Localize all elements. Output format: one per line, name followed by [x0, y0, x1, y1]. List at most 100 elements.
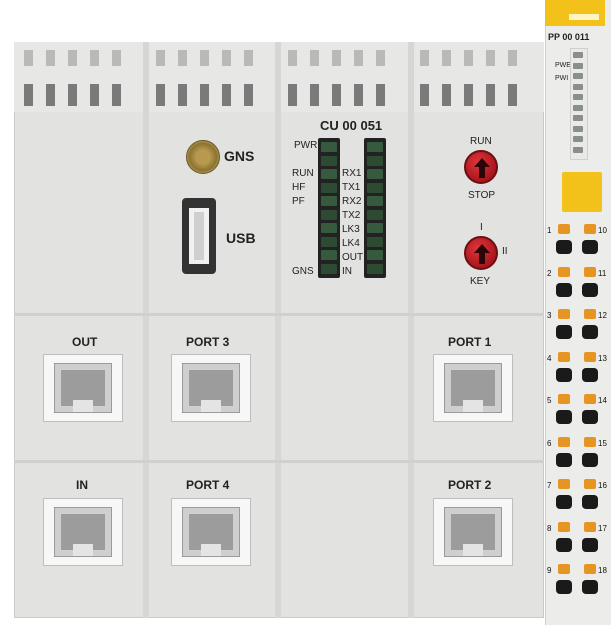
vent-slot — [310, 50, 319, 66]
terminal-release-lever[interactable] — [558, 479, 570, 489]
ethernet-port-2[interactable] — [433, 498, 513, 566]
usb-port[interactable] — [182, 198, 216, 274]
vent-slot — [486, 84, 495, 106]
terminal-socket[interactable] — [556, 282, 572, 297]
terminal-release-lever[interactable] — [584, 394, 596, 404]
terminal-release-lever[interactable] — [584, 436, 596, 447]
terminal-socket[interactable] — [582, 537, 598, 552]
terminal-socket[interactable] — [556, 240, 572, 254]
terminal-number: 3 — [547, 311, 552, 320]
terminal-number: 16 — [598, 481, 607, 490]
port-label-port1: PORT 1 — [448, 335, 492, 349]
status-led — [367, 209, 383, 220]
vent-slot — [354, 84, 363, 106]
vent-slot — [24, 50, 33, 66]
vent-slot — [288, 84, 297, 106]
yellow-tab-middle[interactable] — [562, 172, 602, 212]
vent-slot — [508, 84, 517, 106]
led-label-lk3: LK3 — [342, 224, 360, 235]
vent-slot — [156, 84, 165, 106]
terminal-release-lever[interactable] — [584, 564, 596, 574]
vent-slot — [310, 84, 319, 106]
terminal-socket[interactable] — [556, 367, 572, 382]
vent-slot — [178, 50, 187, 66]
terminal-release-lever[interactable] — [558, 309, 570, 319]
terminal-release-lever[interactable] — [584, 266, 596, 277]
terminal-release-lever[interactable] — [558, 351, 570, 362]
terminal-socket[interactable] — [582, 282, 598, 297]
terminal-socket[interactable] — [582, 495, 598, 509]
terminal-socket[interactable] — [582, 367, 598, 382]
terminal-socket[interactable] — [582, 452, 598, 467]
led-label-tx2: TX2 — [342, 210, 361, 221]
status-led — [321, 250, 337, 260]
gns-antenna-connector[interactable] — [186, 140, 220, 174]
terminal-number: 8 — [547, 523, 552, 533]
terminal-socket[interactable] — [556, 410, 572, 424]
terminal-number: 13 — [598, 353, 607, 363]
terminal-number: 1 — [547, 226, 552, 235]
terminal-socket[interactable] — [582, 580, 598, 594]
terminal-socket[interactable] — [582, 410, 598, 424]
ethernet-port-3[interactable] — [171, 354, 251, 422]
terminal-release-lever[interactable] — [558, 266, 570, 277]
side-status-led — [573, 52, 583, 58]
status-led — [367, 250, 383, 260]
terminal-socket[interactable] — [556, 495, 572, 509]
vent-slot — [442, 84, 451, 106]
vent-slot — [200, 50, 209, 66]
status-led — [367, 169, 383, 179]
ethernet-port-4[interactable] — [171, 498, 251, 566]
led-label-tx1: TX1 — [342, 182, 361, 193]
terminal-socket[interactable] — [556, 580, 572, 594]
ethernet-port-1[interactable] — [433, 354, 513, 422]
terminal-release-lever[interactable] — [558, 224, 570, 234]
status-led — [321, 169, 337, 179]
vent-slot — [332, 84, 341, 106]
terminal-release-lever[interactable] — [558, 436, 570, 447]
terminal-socket[interactable] — [556, 537, 572, 552]
terminal-socket[interactable] — [582, 325, 598, 339]
port-label-in: IN — [76, 478, 88, 492]
status-led — [321, 263, 337, 274]
ethernet-port-out[interactable] — [43, 354, 123, 422]
terminal-release-lever[interactable] — [584, 479, 596, 489]
vent-slot — [112, 84, 121, 106]
arrow-up-icon — [474, 244, 490, 264]
key-position-i: I — [480, 222, 483, 233]
status-led — [367, 263, 383, 274]
terminal-socket[interactable] — [556, 325, 572, 339]
vent-slot — [332, 50, 341, 66]
terminal-release-lever[interactable] — [584, 521, 596, 532]
run-stop-switch[interactable] — [464, 150, 498, 184]
gns-label: GNS — [224, 148, 255, 164]
led-label-gns: GNS — [292, 266, 314, 277]
vent-slot — [464, 84, 473, 106]
module-title: CU 00 051 — [320, 118, 383, 133]
port-label-port2: PORT 2 — [448, 478, 492, 492]
terminal-socket[interactable] — [582, 240, 598, 254]
terminal-number: 11 — [598, 268, 607, 278]
side-status-led — [573, 73, 583, 79]
seam-2 — [275, 42, 281, 618]
vent-slot — [90, 50, 99, 66]
terminal-release-lever[interactable] — [558, 521, 570, 532]
status-led — [367, 196, 383, 206]
side-label-pwi: PWI — [555, 75, 569, 82]
terminal-number: 5 — [547, 396, 552, 405]
status-led — [321, 155, 337, 166]
divider-lower — [14, 460, 544, 463]
terminal-release-lever[interactable] — [584, 224, 596, 234]
terminal-release-lever[interactable] — [558, 564, 570, 574]
terminal-release-lever[interactable] — [584, 351, 596, 362]
status-led — [321, 209, 337, 220]
key-switch[interactable] — [464, 236, 498, 270]
vent-slot — [508, 50, 517, 66]
terminal-socket[interactable] — [556, 452, 572, 467]
vent-slot — [68, 50, 77, 66]
status-led — [367, 155, 383, 166]
terminal-release-lever[interactable] — [584, 309, 596, 319]
ethernet-port-in[interactable] — [43, 498, 123, 566]
terminal-number: 9 — [547, 566, 552, 575]
terminal-release-lever[interactable] — [558, 394, 570, 404]
